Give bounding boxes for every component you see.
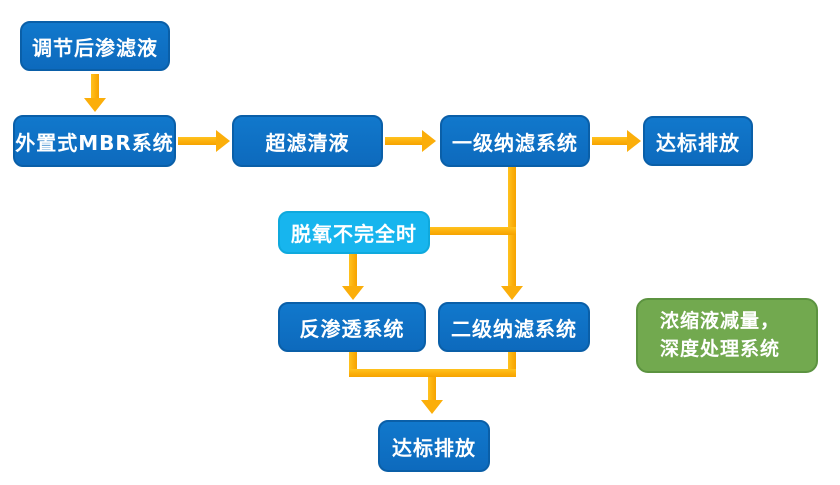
connector-nf2-down-stub [508, 352, 516, 377]
arrow-leachate-to-mbr-shaft [91, 74, 99, 99]
node-condition-deoxygenation: 脱氧不完全时 [278, 211, 430, 254]
note-line2: 深度处理系统 [660, 337, 781, 360]
note-line1: 浓缩液减量， [660, 309, 781, 332]
arrow-nf1-to-discharge-head [627, 130, 641, 152]
arrow-nf1-to-nf2-head [501, 286, 523, 300]
node-mbr-system: 外置式MBR系统 [13, 115, 176, 167]
node-nf-stage2: 二级纳滤系统 [438, 302, 590, 352]
connector-merge-horizontal [349, 369, 516, 377]
arrow-uf-to-nf1-head [422, 130, 436, 152]
arrow-condition-to-ro-shaft [349, 254, 357, 287]
arrow-merge-to-discharge-shaft [428, 377, 436, 401]
node-uf-clear-liquid: 超滤清液 [232, 115, 383, 167]
node-nf-stage1: 一级纳滤系统 [440, 115, 590, 167]
arrow-condition-to-ro-head [342, 286, 364, 300]
node-ro-system: 反渗透系统 [278, 302, 426, 352]
arrow-mbr-to-uf-shaft [178, 137, 217, 145]
connector-ro-down-stub [349, 352, 357, 377]
node-discharge-top: 达标排放 [643, 116, 753, 166]
arrow-uf-to-nf1-shaft [385, 137, 423, 145]
arrow-merge-to-discharge-head [421, 400, 443, 414]
arrow-mbr-to-uf-head [216, 130, 230, 152]
arrow-nf1-to-discharge-shaft [592, 137, 628, 145]
arrow-leachate-to-mbr-head [84, 98, 106, 112]
node-concentrate-note: 浓缩液减量， 深度处理系统 [636, 298, 818, 373]
node-adjusted-leachate: 调节后渗滤液 [20, 21, 170, 71]
node-discharge-bottom: 达标排放 [378, 420, 490, 472]
connector-condition-to-nf-line [430, 227, 516, 235]
